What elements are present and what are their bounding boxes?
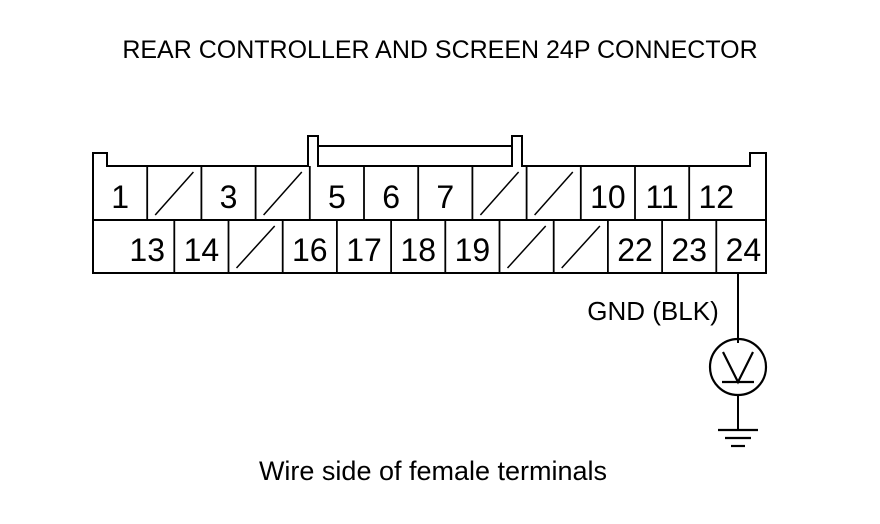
ground-icon bbox=[718, 428, 758, 448]
terminal-11: 11 bbox=[645, 179, 678, 215]
voltmeter-icon bbox=[708, 337, 768, 397]
bottom-row-unused-terminal bbox=[506, 225, 547, 269]
terminal-23: 23 bbox=[671, 232, 707, 268]
terminal-12: 12 bbox=[699, 179, 735, 215]
top-row-unused-terminal bbox=[534, 171, 574, 216]
terminal-6: 6 bbox=[382, 179, 400, 215]
bottom-row-unused-terminal bbox=[561, 225, 601, 269]
bottom-row-unused-terminal bbox=[235, 225, 276, 269]
wire-color-label: GND (BLK) bbox=[587, 296, 718, 326]
terminal-1: 1 bbox=[111, 179, 129, 215]
terminal-5: 5 bbox=[328, 179, 346, 215]
connector-lock-tab-inner bbox=[317, 146, 513, 166]
bottom-row-cells: 13 14 16 17 18 19 22 23 24 bbox=[129, 220, 761, 273]
top-row-unused-terminal bbox=[154, 171, 194, 216]
terminal-19: 19 bbox=[455, 232, 491, 268]
terminal-10: 10 bbox=[590, 179, 626, 215]
terminal-14: 14 bbox=[184, 232, 220, 268]
diagram-caption: Wire side of female terminals bbox=[258, 456, 608, 486]
terminal-18: 18 bbox=[400, 232, 436, 268]
terminal-16: 16 bbox=[292, 232, 328, 268]
top-row-unused-terminal bbox=[263, 171, 303, 216]
terminal-7: 7 bbox=[436, 179, 454, 215]
terminal-24: 24 bbox=[726, 232, 762, 268]
terminal-13: 13 bbox=[129, 232, 165, 268]
terminal-3: 3 bbox=[220, 179, 238, 215]
diagram-title: REAR CONTROLLER AND SCREEN 24P CONNECTOR bbox=[122, 36, 758, 64]
terminal-17: 17 bbox=[346, 232, 382, 268]
top-row-unused-terminal bbox=[479, 171, 520, 216]
terminal-22: 22 bbox=[617, 232, 653, 268]
